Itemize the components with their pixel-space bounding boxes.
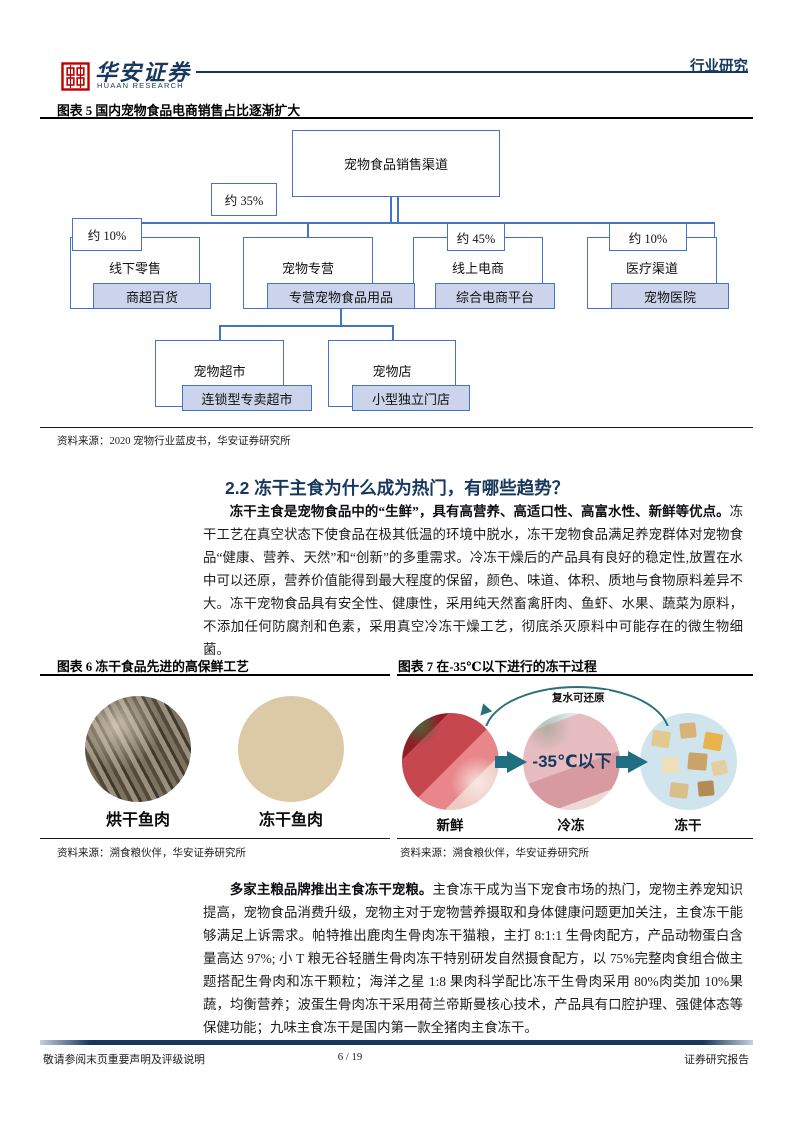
figure6-title: 图表 6 冻干食品先进的高保鲜工艺	[57, 660, 249, 674]
rule	[40, 674, 390, 676]
oven-dried-fish-photo	[85, 696, 191, 802]
pct-label-35: 约 35%	[211, 183, 277, 216]
frozen-meat-photo	[523, 713, 620, 810]
footer-report-type: 证券研究报告	[684, 1054, 749, 1066]
pct-text: 约 10%	[87, 229, 127, 243]
rule	[397, 838, 753, 839]
temperature-overlay: -35℃以下	[532, 752, 612, 771]
chart-subnode-independent-store: 小型独立门店	[352, 385, 470, 411]
report-category: 行业研究	[690, 59, 748, 75]
figure7-source: 资料来源：溯食粮伙伴，华安证券研究所	[400, 848, 589, 859]
paragraph-1-body: 冻干工艺在真空状态下使食品在极其低温的环境中脱水，冻干宠物食品满足养宠群体对宠物…	[203, 504, 743, 657]
connector-line	[397, 197, 399, 222]
arrow-right-icon	[495, 751, 527, 773]
chart-subnode-chain-supermarket: 连锁型专卖超市	[182, 385, 312, 411]
logo-company-name: 华安证券	[95, 60, 192, 85]
chart-subnode-department-store: 商超百货	[93, 283, 211, 309]
chart-node-label: 专营宠物食品用品	[288, 289, 393, 305]
paragraph-2-body: 主食冻干成为当下宠食市场的热门，宠物主养宠知识提高，宠物食品消费升级，宠物主对于…	[203, 882, 744, 1035]
paragraph-1: 冻干主食是宠物食品中的“生鲜”，具有高营养、高适口性、高富水性、新鲜等优点。冻干…	[203, 500, 743, 661]
chart-node-label: 线上电商	[451, 261, 504, 276]
connector-line	[307, 222, 309, 237]
chart-node-label: 商超百货	[125, 289, 178, 305]
connector-line	[75, 222, 715, 224]
chart-node-label: 宠物超市	[193, 364, 246, 379]
rule	[40, 838, 390, 839]
rehydration-arc-icon	[484, 686, 670, 726]
figure7-title: 图表 7 在-35℃以下进行的冻干过程	[398, 660, 597, 674]
page-number: 6 / 19	[337, 1051, 363, 1063]
connector-line	[340, 309, 342, 325]
arrow-right-icon	[616, 751, 648, 773]
chart-node-label: 医疗渠道	[625, 261, 678, 276]
pct-text: 约 35%	[224, 194, 264, 208]
chart-node-label: 宠物店	[372, 364, 412, 379]
connector-line	[713, 222, 715, 237]
chart-node-label: 综合电商平台	[455, 289, 534, 305]
rehydration-label: 复水可还原	[548, 690, 609, 705]
paragraph-1-lead: 冻干主食是宠物食品中的“生鲜”，具有高营养、高适口性、高富水性、新鲜等优点。	[229, 504, 730, 519]
rule	[40, 117, 753, 119]
pct-text: 约 45%	[456, 231, 496, 246]
photo-label-ovendried: 烘干鱼肉	[105, 812, 170, 829]
chart-subnode-pet-hospital: 宠物医院	[611, 283, 729, 309]
paragraph-2-lead: 多家主粮品牌推出主食冻干宠粮。	[229, 882, 433, 897]
logo-english-name: HUAAN RESEARCH	[97, 81, 184, 90]
pct-text: 约 10%	[628, 231, 668, 246]
rule	[40, 427, 753, 428]
chart-node-label: 连锁型专卖超市	[201, 391, 293, 407]
figure6-source: 资料来源：溯食粮伙伴，华安证券研究所	[57, 848, 246, 859]
footer-bar	[40, 1040, 753, 1045]
freeze-dried-cubes-photo	[640, 713, 737, 810]
footer-disclaimer: 敬请参阅末页重要声明及评级说明	[43, 1054, 205, 1066]
pct-label-medical: 约 10%	[609, 223, 687, 251]
connector-line	[219, 325, 221, 340]
chart-node-label: 小型独立门店	[371, 391, 450, 407]
chart-node-label: 线下零售	[108, 261, 161, 276]
connector-line	[219, 325, 393, 327]
chart-node-label: 宠物专营	[281, 261, 334, 276]
chart-subnode-ecommerce-platform: 综合电商平台	[435, 283, 555, 309]
rule	[397, 674, 753, 676]
freeze-dried-fish-photo	[238, 696, 344, 802]
chart-subnode-pet-food-supplies: 专营宠物食品用品	[267, 283, 415, 309]
section-heading: 2.2 冻干主食为什么成为热门，有哪些趋势？	[225, 478, 570, 498]
photo-label-freezedried: 冻干鱼肉	[258, 812, 323, 829]
fresh-meat-photo	[402, 713, 499, 810]
connector-line	[392, 325, 394, 340]
header-rule	[196, 71, 748, 73]
chart-node-label: 宠物医院	[643, 289, 696, 305]
chart-node-label: 宠物食品销售渠道	[343, 157, 448, 172]
paragraph-2: 多家主粮品牌推出主食冻干宠粮。主食冻干成为当下宠食市场的热门，宠物主养宠知识提高…	[203, 878, 743, 1039]
photo-label-fresh: 新鲜	[436, 818, 464, 833]
chart-node-root: 宠物食品销售渠道	[292, 130, 500, 197]
figure5-source: 资料来源：2020 宠物行业蓝皮书，华安证券研究所	[57, 436, 291, 447]
photo-label-frozen: 冷冻	[557, 818, 585, 833]
photo-label-freezedried: 冻干	[674, 818, 702, 833]
figure5-title: 图表 5 国内宠物食品电商销售占比逐渐扩大	[57, 104, 301, 118]
pct-label-offline: 约 10%	[72, 218, 142, 251]
pct-label-online: 约 45%	[447, 223, 505, 251]
connector-line	[390, 197, 392, 222]
sales-channel-org-chart: 宠物食品销售渠道 约 35% 约 10% 约 45% 约 10% 线下零售 宠物…	[55, 125, 745, 425]
huaan-logo-icon	[61, 62, 90, 91]
